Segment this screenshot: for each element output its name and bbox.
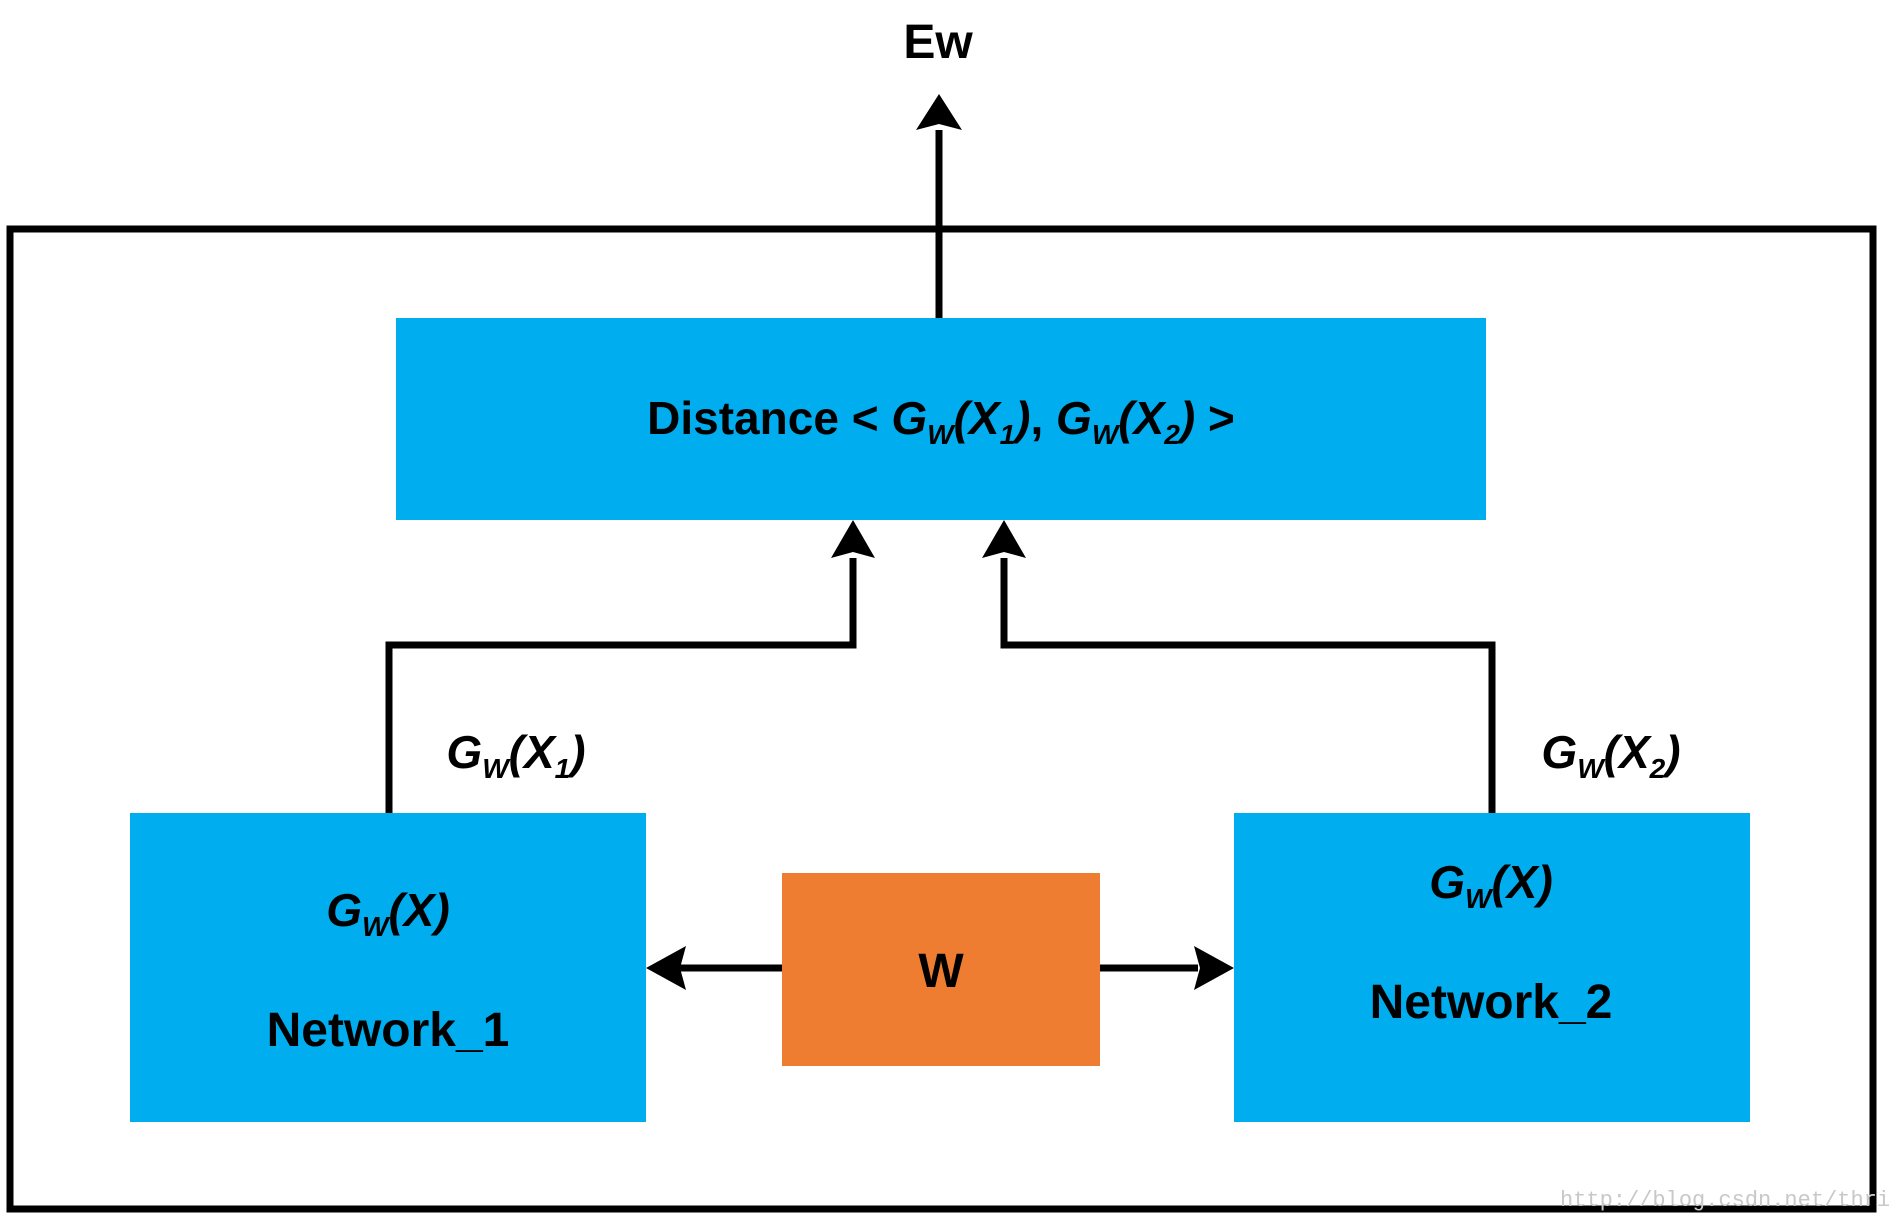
edge-label-right: GW(X2): [1541, 726, 1680, 784]
output-label: Ew: [903, 16, 973, 69]
weights-label: W: [918, 945, 964, 998]
edge-label-left: GW(X1): [446, 726, 585, 784]
distance-left-arrowhead: [831, 520, 875, 558]
network-2-box: [1234, 813, 1750, 1122]
network-2-function-label: GW(X): [1429, 856, 1553, 914]
distance-right-arrowhead: [982, 520, 1026, 558]
output-arrowhead: [916, 94, 962, 130]
network-1-to-distance-line: [385, 558, 857, 813]
network-1-name: Network_1: [267, 1004, 510, 1057]
watermark-text: http://blog.csdn.net/thriving_fcl: [1560, 1188, 1891, 1213]
distance-label: Distance < GW(X1), GW(X2) >: [647, 392, 1235, 450]
network-1-arrowhead: [646, 946, 686, 990]
network-2-name: Network_2: [1370, 976, 1613, 1029]
network-1-function-label: GW(X): [326, 884, 450, 942]
weights-box: [782, 873, 1100, 1066]
network-1-box: [130, 813, 646, 1122]
distance-box: [396, 318, 1486, 520]
network-2-to-distance-line: [1000, 558, 1496, 813]
network-2-arrowhead: [1194, 946, 1234, 990]
